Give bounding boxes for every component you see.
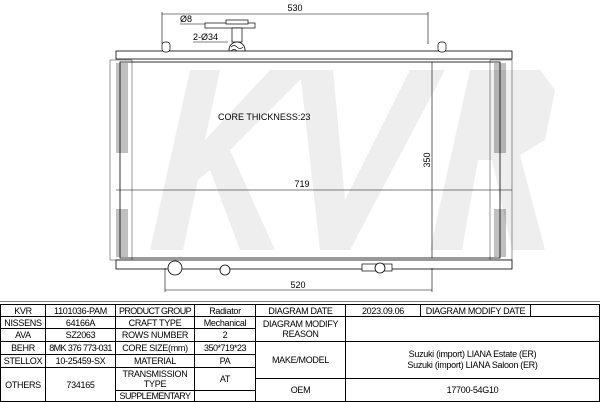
material-label: MATERIAL <box>115 354 195 368</box>
behr-label: BEHR <box>0 341 46 355</box>
rows-number-value: 2 <box>194 328 256 342</box>
others-label: OTHERS <box>0 367 46 402</box>
cap-diameter-label: 2-Ø34 <box>193 32 218 42</box>
dim-top: 530 <box>287 3 302 13</box>
make-model-line: Suzuki (import) LIANA Saloon (ER) <box>407 360 538 370</box>
transmission-value: AT <box>194 367 256 391</box>
supplementary-value <box>194 390 256 402</box>
dim-bottom: 520 <box>290 280 305 290</box>
make-model-line: Suzuki (import) LIANA Estate (ER) <box>408 349 537 359</box>
stellox-label: STELLOX <box>0 354 46 368</box>
kvr-watermark <box>150 70 555 250</box>
ava-label: AVA <box>0 328 46 342</box>
oem-value: 17700-54G10 <box>345 378 600 402</box>
dim-height: 350 <box>422 152 432 167</box>
oem-label: OEM <box>255 378 346 402</box>
material-value: PA <box>194 354 256 368</box>
core-size-label: CORE SIZE(mm) <box>115 341 195 355</box>
dim-core-width: 719 <box>294 179 309 189</box>
transmission-label: TRANSMISSION TYPE <box>115 367 195 391</box>
rows-number-label: ROWS NUMBER <box>115 328 195 342</box>
ava-value: SZ2063 <box>45 328 116 342</box>
modify-reason-value <box>345 316 600 342</box>
radiator-drawing: 530 Ø8 2-Ø34 CORE THICKNESS:23 350 719 5… <box>0 3 600 302</box>
stellox-value: 10-25459-SX <box>45 354 116 368</box>
others-value: 734165 <box>45 367 116 402</box>
make-model-label: MAKE/MODEL <box>255 341 346 379</box>
behr-value: 8MK 376 773-031 <box>45 341 116 355</box>
core-size-value: 350*719*23 <box>194 341 256 355</box>
modify-reason-label: DIAGRAM MODIFY REASON <box>255 316 346 342</box>
core-thickness: CORE THICKNESS:23 <box>218 112 310 122</box>
cap-hole-label: Ø8 <box>180 14 192 24</box>
supplementary-label: SUPPLEMENTARY <box>115 390 195 402</box>
make-model-value: Suzuki (import) LIANA Estate (ER) Suzuki… <box>345 341 600 379</box>
